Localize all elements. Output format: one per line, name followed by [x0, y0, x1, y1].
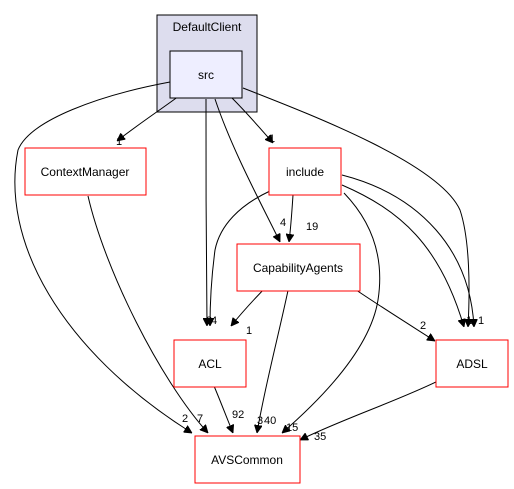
edge-label-include-avscommon: 40: [264, 415, 276, 427]
edge-include-avscommon: [282, 192, 381, 433]
node-capabilityagents-label: CapabilityAgents: [253, 261, 343, 275]
edge-include-capabilityagents: [289, 194, 293, 242]
edges: [14, 81, 474, 441]
edge-label-include-capabilityagents: 19: [306, 221, 318, 233]
node-acl[interactable]: ACL: [173, 339, 247, 388]
node-avscommon[interactable]: AVSCommon: [194, 435, 301, 484]
edge-label-adsl-avscommon: 35: [314, 431, 326, 443]
edge-label-adsl-avscommon-2: 15: [286, 422, 298, 434]
edge-include-adsl: [341, 184, 464, 327]
edge-label-capabilityagents-acl: 1: [246, 325, 252, 337]
edge-src-acl: [206, 98, 207, 326]
edge-include-acl: [210, 190, 271, 326]
edge-label-src-acl: 2: [206, 315, 212, 327]
edge-src-adsl-2: [341, 174, 474, 327]
edge-label-src-include: 1: [269, 133, 275, 145]
node-include-label: include: [286, 165, 324, 179]
edge-label-capabilityagents-avscommon: 3: [257, 415, 263, 427]
edge-label-include-adsl: 1: [466, 315, 472, 327]
edge-src-capabilityagents: [214, 98, 280, 242]
edge-label-src-adsl: 1: [478, 315, 484, 327]
edge-label-src-capabilityagents: 4: [280, 217, 286, 229]
node-capabilityagents[interactable]: CapabilityAgents: [236, 243, 361, 292]
edge-acl-avscommon: [213, 385, 233, 433]
edge-label-acl-avscommon: 92: [232, 409, 244, 421]
edge-src-contextmanager: [117, 95, 180, 141]
edge-label-src-avscommon: 2: [182, 413, 188, 425]
edge-adsl-avscommon: [300, 379, 441, 441]
node-acl-label: ACL: [198, 357, 222, 371]
node-adsl-label: ADSL: [456, 357, 488, 371]
edge-capabilityagents-avscommon: [257, 280, 291, 433]
edge-label-include-acl: 4: [211, 315, 217, 327]
node-adsl[interactable]: ADSL: [435, 339, 509, 388]
edge-src-avscommon: [14, 81, 192, 433]
cluster-label: DefaultClient: [173, 20, 242, 34]
edge-label-contextmanager-avscommon: 7: [197, 413, 203, 425]
edge-label-capabilityagents-adsl: 2: [420, 320, 426, 332]
node-avscommon-label: AVSCommon: [211, 453, 283, 467]
edge-label-src-contextmanager: 1: [116, 136, 122, 148]
node-src-label: src: [198, 68, 214, 82]
node-contextmanager-label: ContextManager: [41, 165, 130, 179]
node-src[interactable]: src: [169, 50, 243, 99]
edge-labels: 1 1 4 2 4 19 1 2 1 1 2 7 92 3 40 15 35: [116, 133, 484, 443]
edge-src-include: [231, 97, 273, 143]
node-contextmanager[interactable]: ContextManager: [24, 147, 147, 196]
edge-contextmanager-avscommon: [87, 195, 208, 433]
edge-src-adsl: [242, 87, 469, 327]
node-include[interactable]: include: [268, 147, 342, 196]
